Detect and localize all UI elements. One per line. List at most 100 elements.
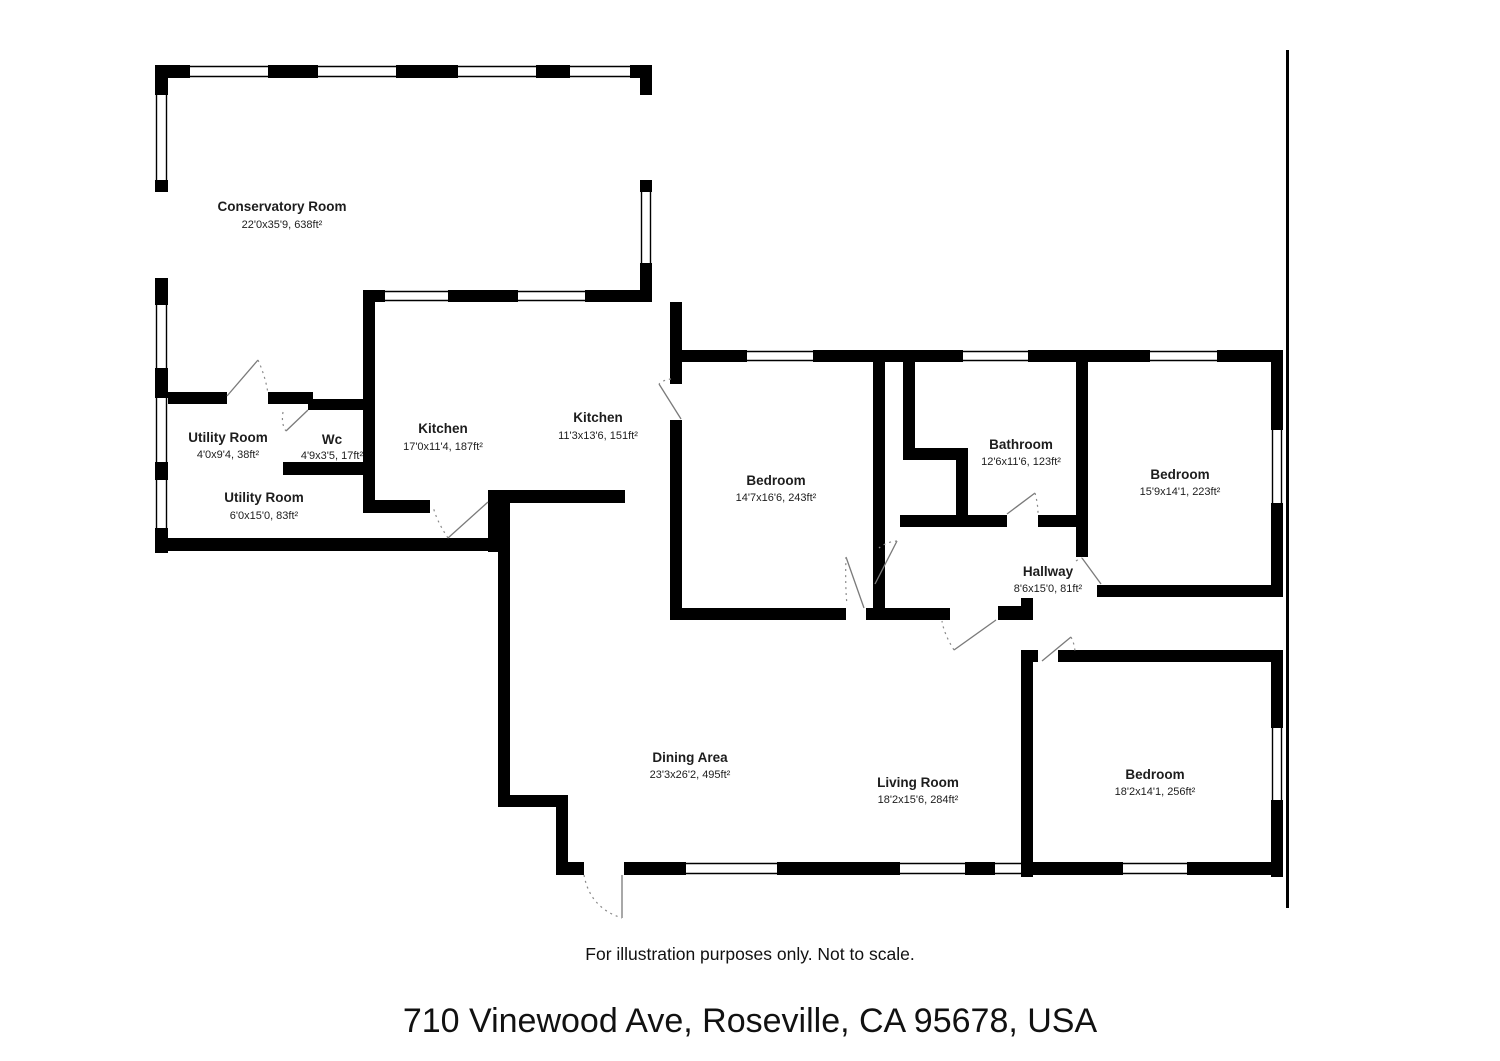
wall (155, 538, 500, 551)
wall (866, 608, 950, 620)
window (458, 65, 536, 78)
room-dims-utility-1: 4'0x9'4, 38ft² (197, 449, 260, 461)
room-dims-hallway: 8'6x15'0, 81ft² (1014, 583, 1083, 595)
door-leaf (1081, 557, 1102, 585)
window (318, 65, 396, 78)
door-swing-arc (1075, 557, 1083, 562)
door-swing-arc (432, 505, 449, 539)
wall (363, 290, 375, 513)
window-lines (900, 862, 965, 875)
window-lines (190, 65, 268, 78)
door-swing-arc (878, 540, 898, 549)
room-label-bathroom: Bathroom (989, 437, 1053, 452)
door-swing-arc (658, 378, 672, 385)
window-lines (1271, 430, 1283, 503)
door-swing-arc (941, 620, 955, 651)
door-leaf (1006, 492, 1036, 515)
wall (640, 65, 652, 95)
wall (498, 795, 568, 807)
door-swing-arc (583, 874, 623, 919)
door-leaf (845, 556, 865, 609)
door-leaf (874, 540, 898, 585)
room-dims-bedroom-2: 15'9x14'1, 223ft² (1140, 486, 1221, 498)
room-label-kitchen-1: Kitchen (418, 421, 468, 436)
window (155, 95, 168, 180)
boundary-line (1286, 50, 1289, 908)
wall (903, 448, 968, 460)
room-label-kitchen-2: Kitchen (573, 410, 623, 425)
room-label-living: Living Room (877, 775, 959, 790)
wall (670, 420, 682, 620)
window-lines (518, 290, 585, 302)
door-swing-arc (1034, 492, 1039, 515)
window (686, 862, 777, 875)
door-leaf (1041, 636, 1072, 662)
wall (873, 362, 885, 608)
room-dims-dining: 23'3x26'2, 495ft² (650, 769, 731, 781)
window (155, 398, 168, 462)
wall (556, 862, 584, 875)
walls (155, 50, 1289, 908)
wall (670, 608, 846, 620)
window (155, 305, 168, 368)
wall (1021, 598, 1033, 618)
door-swing-arc (257, 359, 269, 395)
wall (168, 392, 227, 404)
window (1123, 862, 1187, 875)
wall (308, 399, 363, 410)
window-lines (155, 95, 168, 180)
wall (498, 490, 510, 807)
wall (488, 490, 500, 552)
door-swing-arc (1070, 636, 1076, 654)
door-leaf (226, 359, 259, 397)
wall (1097, 585, 1283, 597)
wall (903, 350, 915, 460)
room-labels: Conservatory Room 22'0x35'9, 638ft² Util… (188, 199, 1220, 806)
room-dims-conservatory: 22'0x35'9, 638ft² (242, 219, 323, 231)
window (155, 480, 168, 528)
room-label-hallway: Hallway (1023, 564, 1074, 579)
door-leaf (285, 409, 309, 432)
room-label-conservatory: Conservatory Room (217, 199, 346, 214)
window-lines (1271, 728, 1283, 800)
window (900, 862, 965, 875)
wall (283, 462, 375, 475)
room-dims-kitchen-1: 17'0x11'4, 187ft² (403, 441, 483, 453)
door-leaf (658, 383, 682, 420)
room-dims-bedroom-3: 18'2x14'1, 256ft² (1115, 786, 1196, 798)
wall (556, 795, 568, 875)
window-lines (458, 65, 536, 78)
window (1271, 430, 1283, 503)
window-lines (155, 480, 168, 528)
room-dims-wc: 4'9x3'5, 17ft² (301, 450, 364, 462)
room-label-dining: Dining Area (652, 750, 728, 765)
window (570, 65, 630, 78)
window-lines (570, 65, 630, 78)
window (385, 290, 448, 302)
window-lines (155, 398, 168, 462)
room-label-bedroom-1: Bedroom (746, 473, 805, 488)
window (518, 290, 585, 302)
wall (624, 862, 1033, 875)
window (640, 192, 652, 263)
doors (226, 359, 1102, 919)
wall (1076, 350, 1088, 557)
window (995, 862, 1021, 875)
room-dims-utility-2: 6'0x15'0, 83ft² (230, 510, 299, 522)
door-swing-arc (281, 411, 287, 432)
room-label-utility-1: Utility Room (188, 430, 268, 445)
window (747, 350, 813, 362)
window-lines (686, 862, 777, 875)
wall (375, 500, 430, 513)
room-dims-bedroom-1: 14'7x16'6, 243ft² (736, 492, 817, 504)
window-lines (640, 192, 652, 263)
room-label-bedroom-2: Bedroom (1150, 467, 1209, 482)
door-swing-arc (845, 556, 848, 606)
door-leaf (447, 501, 489, 539)
room-dims-bathroom: 12'6x11'6, 123ft² (981, 456, 1061, 468)
footer: For illustration purposes only. Not to s… (403, 944, 1098, 1040)
room-dims-kitchen-2: 11'3x13'6, 151ft² (558, 430, 638, 442)
door-leaf (953, 619, 997, 651)
wall (956, 448, 968, 527)
